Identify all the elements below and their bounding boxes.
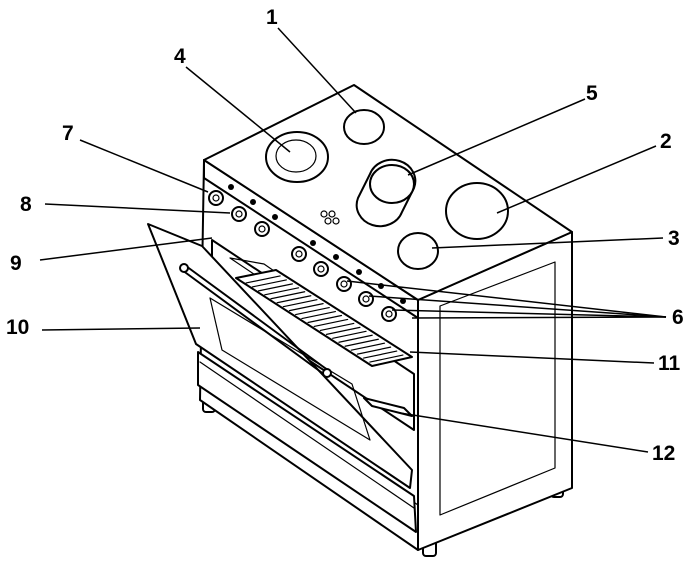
leader-3	[431, 237, 664, 249]
knob	[254, 214, 278, 237]
burner-5	[355, 158, 417, 228]
rack-bar	[369, 354, 404, 363]
knob	[231, 199, 256, 222]
rack-bar	[319, 322, 355, 332]
door-handle	[179, 263, 332, 378]
callout-labels: 1 2 3 4 5 6 7 8 9 10 11 12	[6, 6, 684, 465]
rack-bar	[257, 283, 294, 292]
callout-2: 2	[660, 130, 672, 153]
rack-bar	[332, 330, 367, 339]
leader-10	[41, 327, 201, 331]
leader-6c	[391, 309, 667, 318]
callout-7: 7	[62, 122, 74, 145]
callout-5: 5	[586, 82, 598, 105]
rack-bar	[301, 310, 336, 320]
baking-tray	[363, 397, 413, 417]
leader-6d	[411, 316, 667, 319]
rack-bar	[295, 306, 330, 316]
callout-3: 3	[668, 227, 680, 250]
knob	[313, 254, 339, 277]
leader-4	[185, 66, 291, 153]
control-knobs	[208, 184, 406, 322]
burner-1	[343, 109, 385, 145]
oven-door	[147, 223, 413, 489]
callout-11: 11	[658, 352, 681, 375]
rack-bar	[325, 326, 361, 335]
rack-bar	[276, 295, 312, 304]
rack-bar	[338, 334, 373, 343]
side-panel-inset	[439, 261, 556, 516]
indicator-lights	[320, 210, 340, 225]
rack-bar	[313, 318, 349, 328]
callout-1: 1	[266, 6, 278, 29]
leader-8	[44, 203, 231, 214]
callout-10: 10	[6, 316, 29, 339]
rack-bar	[307, 314, 343, 324]
callout-6: 6	[672, 306, 684, 329]
callout-4: 4	[174, 45, 186, 68]
knob	[291, 240, 316, 262]
rack-bar	[251, 279, 287, 288]
oven-rack	[235, 269, 413, 367]
leader-lines	[39, 27, 667, 453]
leader-6b	[368, 295, 667, 318]
burner-3	[397, 232, 439, 270]
rack-bar	[344, 338, 379, 347]
rack-bar	[288, 303, 324, 312]
storage-drawer	[197, 351, 417, 533]
knob	[208, 184, 234, 206]
callout-8: 8	[20, 193, 32, 216]
leader-5	[407, 98, 586, 176]
burner-2	[445, 182, 509, 240]
leader-7	[79, 139, 209, 193]
rack-bar	[264, 287, 300, 296]
callout-9: 9	[10, 252, 22, 275]
leader-11	[409, 351, 655, 364]
rack-bar	[350, 342, 386, 351]
rack-bar	[363, 350, 398, 359]
rack-bar	[282, 299, 318, 308]
leader-2	[496, 145, 657, 214]
callout-12: 12	[652, 442, 675, 465]
leader-9	[39, 237, 213, 261]
rack-bar	[245, 275, 281, 284]
leader-6a	[346, 280, 667, 318]
leader-1	[277, 27, 357, 114]
rack-bar	[270, 291, 306, 300]
leader-12	[399, 412, 649, 453]
rack-bar	[356, 346, 392, 355]
